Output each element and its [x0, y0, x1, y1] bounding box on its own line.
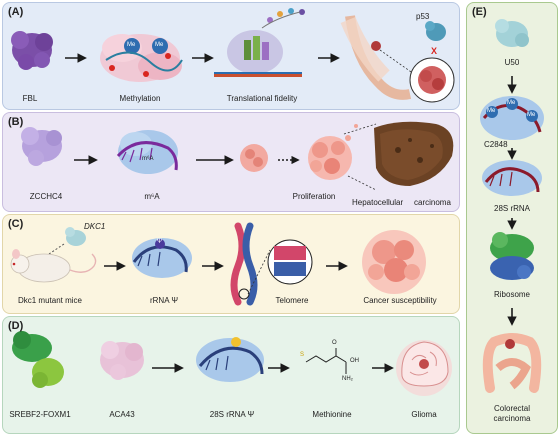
- label-methionine: Methionine: [312, 410, 352, 419]
- label-telomere: Telomere: [275, 296, 309, 305]
- panel-a-label: (A): [8, 6, 24, 18]
- label-colorectal: Colorectal: [493, 404, 531, 413]
- psi-tag: Ψ: [157, 239, 163, 245]
- chem-nh2: NH₂: [342, 376, 353, 382]
- label-carcinoma-e: carcinoma: [493, 414, 531, 423]
- label-dkc1-gene: DKC1: [84, 222, 106, 231]
- me-tag-2: Me: [155, 42, 164, 48]
- me-tag-1: Me: [127, 42, 136, 48]
- panel-b-label: (B): [8, 116, 24, 128]
- label-c2848: C2848: [484, 140, 508, 149]
- label-rrna-psi: rRNA Ψ: [149, 296, 179, 305]
- panel-b: [2, 112, 460, 212]
- label-fbl: FBL: [22, 94, 38, 103]
- label-translational-fidelity: Translational fidelity: [226, 94, 298, 103]
- label-u50: U50: [504, 58, 520, 67]
- label-methylation: Methylation: [119, 94, 161, 103]
- label-aca43: ACA43: [109, 410, 135, 419]
- label-glioma: Glioma: [411, 410, 437, 419]
- label-m6a: m⁶A: [144, 192, 160, 201]
- label-dkc1-mutant-mice: Dkc1 mutant mice: [17, 296, 83, 305]
- label-cancer-susceptibility: Cancer susceptibility: [363, 296, 437, 305]
- label-28s-rrna-psi: 28S rRNA Ψ: [209, 410, 255, 419]
- label-proliferation: Proliferation: [292, 192, 336, 201]
- label-carcinoma-b: carcinoma: [414, 198, 451, 207]
- panel-c-label: (C): [8, 218, 24, 230]
- label-srebf2-foxm1: SREBF2-FOXM1: [9, 410, 71, 419]
- m6a-tag: m⁶A: [142, 156, 154, 162]
- chem-s: S: [300, 352, 305, 358]
- me-tag-e2: Me: [507, 100, 516, 106]
- panel-d-label: (D): [8, 320, 24, 332]
- chem-o: O: [332, 340, 337, 346]
- panel-e-label: (E): [472, 6, 487, 18]
- me-tag-e1: Me: [487, 108, 496, 114]
- label-zcchc4: ZCCHC4: [29, 192, 63, 201]
- label-hepatocellular: Hepatocellular: [352, 198, 404, 207]
- me-tag-e3: Me: [527, 112, 536, 118]
- chem-oh: OH: [350, 358, 359, 364]
- label-ribosome: Ribosome: [493, 290, 531, 299]
- label-28s-rrna: 28S rRNA: [493, 204, 531, 213]
- label-p53: p53: [416, 12, 430, 21]
